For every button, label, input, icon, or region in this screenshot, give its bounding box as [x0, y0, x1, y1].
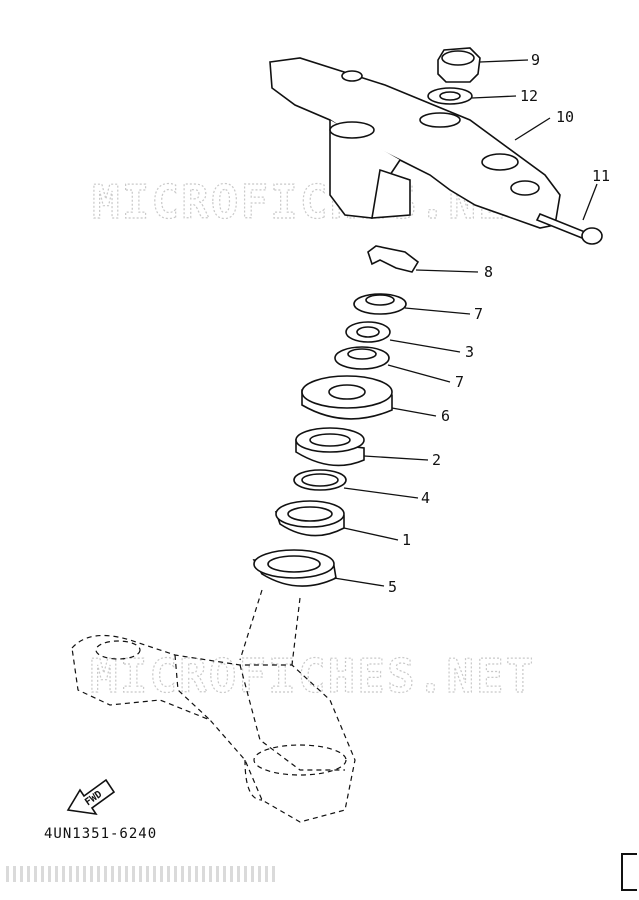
- leader-lines: [333, 59, 598, 587]
- ball-race-upper: [295, 427, 365, 467]
- lock-washer: [367, 245, 420, 273]
- callout-11: 11: [592, 167, 610, 185]
- watermark-bottom: MICROFICHES.NET: [90, 649, 535, 703]
- upper-bracket: [269, 57, 561, 229]
- callout-7-upper: 7: [474, 305, 483, 323]
- callout-5: 5: [388, 578, 397, 596]
- callout-3: 3: [465, 343, 474, 361]
- rubber-washer: [345, 321, 391, 343]
- callout-12: 12: [520, 87, 538, 105]
- callout-9: 9: [531, 51, 540, 69]
- ball-race-lower: [274, 500, 345, 537]
- frame-bracket: [621, 853, 637, 891]
- cover: [301, 375, 393, 420]
- washer: [427, 87, 473, 105]
- bearing: [293, 469, 347, 491]
- callout-8: 8: [484, 263, 493, 281]
- forward-arrow-icon: FWD: [66, 778, 116, 816]
- scan-artifact: [6, 866, 276, 882]
- callout-6: 6: [441, 407, 450, 425]
- ring-nut-upper: [353, 293, 407, 315]
- callout-1: 1: [402, 531, 411, 549]
- callout-10: 10: [556, 108, 574, 126]
- ring-nut-lower: [334, 346, 390, 370]
- callout-2: 2: [432, 451, 441, 469]
- callout-7-lower: 7: [455, 373, 464, 391]
- pinch-bolt: [535, 212, 603, 245]
- part-code: 4UN1351-6240: [44, 826, 158, 842]
- lower-bracket: [71, 589, 356, 823]
- callout-4: 4: [421, 489, 430, 507]
- cap-nut: [437, 47, 481, 83]
- dust-seal: [252, 549, 337, 587]
